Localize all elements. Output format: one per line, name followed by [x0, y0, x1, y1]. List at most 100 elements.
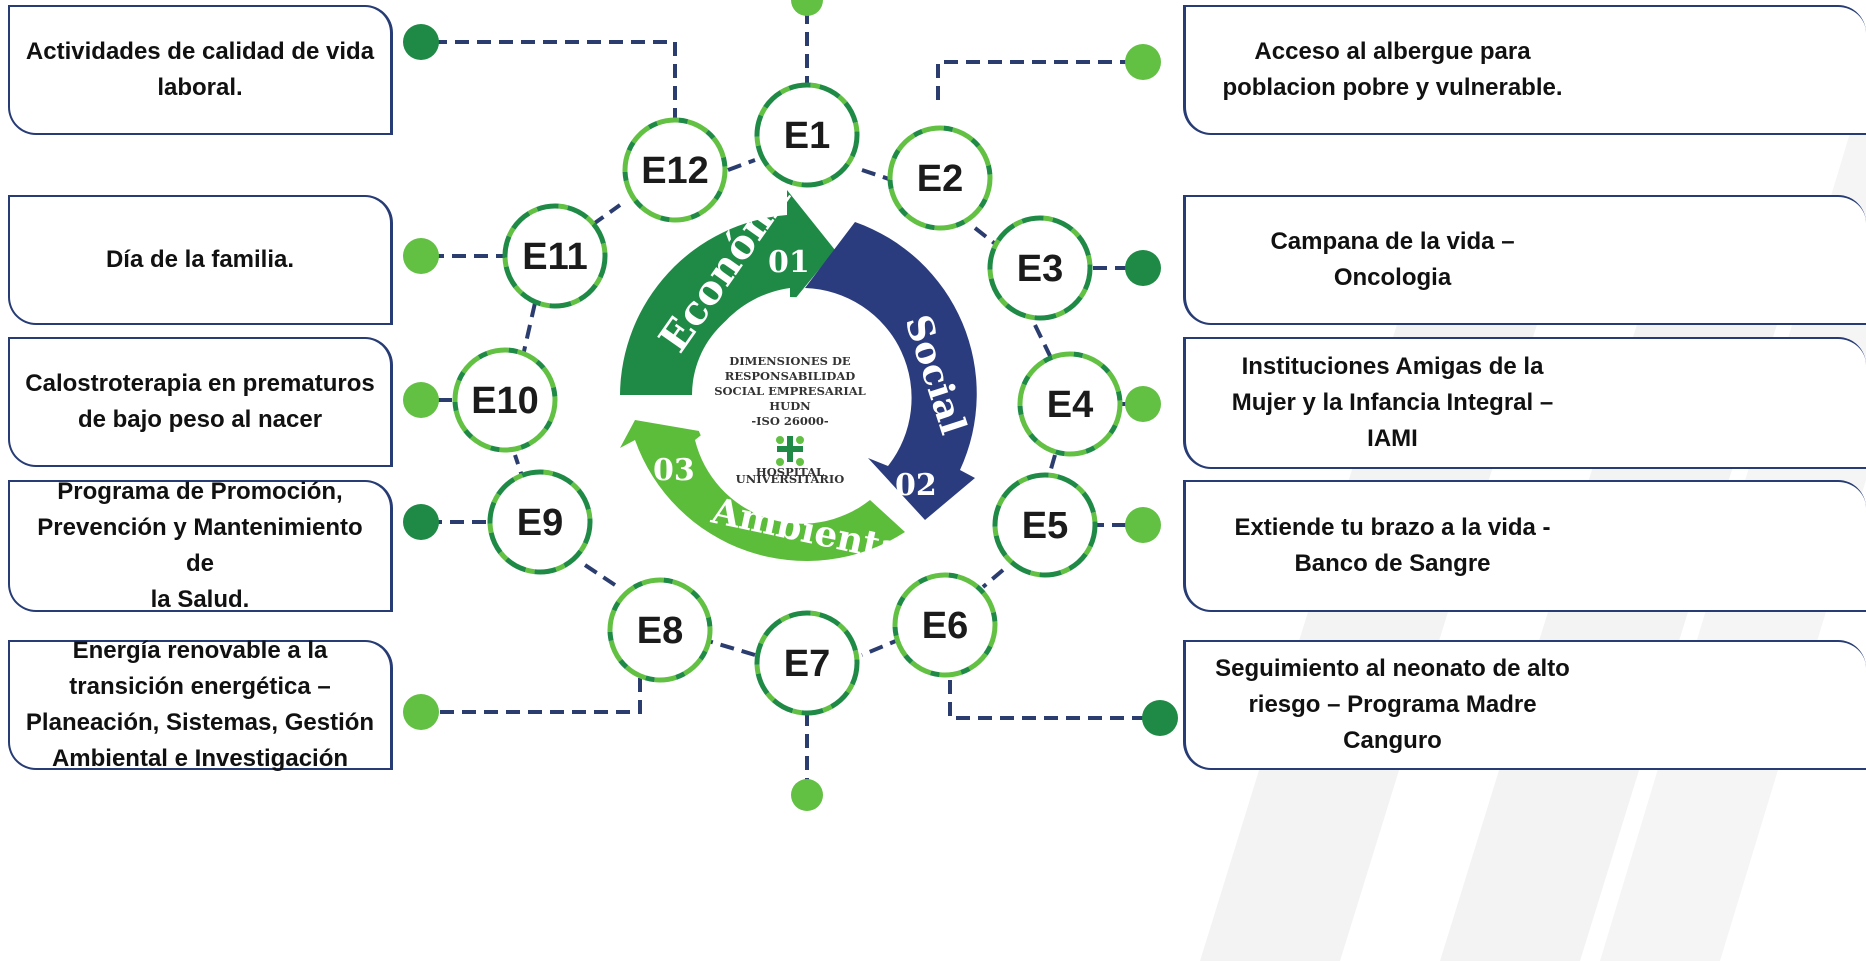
- node-label: E3: [1017, 248, 1063, 290]
- arc-social: [805, 222, 977, 520]
- ring-e12-e1: [727, 158, 756, 172]
- center-line-4: HUDN: [769, 399, 811, 413]
- node-label: E4: [1047, 384, 1093, 426]
- box-line: Canguro: [1343, 727, 1442, 754]
- center-circle: [692, 297, 888, 493]
- box-line: Energía renovable a la: [72, 637, 328, 664]
- node-e12: E12: [622, 117, 728, 223]
- dot-e9: [403, 504, 439, 540]
- box-line: Banco de Sangre: [1294, 550, 1491, 577]
- box-e2-albergue: Acceso al albergue para poblacion pobre y…: [1183, 5, 1866, 135]
- ring-e11-e12: [590, 203, 622, 227]
- arc-social-num: 02: [895, 468, 937, 503]
- dot-e4: [1125, 386, 1161, 422]
- box-e11-dia-familia: Día de la familia.: [8, 195, 393, 325]
- center-line-5: -ISO 26000-: [751, 414, 828, 428]
- node-e11: E11: [502, 203, 608, 309]
- box-line: Instituciones Amigas de la: [1241, 353, 1544, 380]
- ring-e8-e9: [583, 563, 617, 587]
- dot-e2: [1125, 44, 1161, 80]
- node-label: E8: [637, 610, 683, 652]
- arc-ambiental-num: 03: [653, 453, 695, 488]
- box-line: poblacion pobre y vulnerable.: [1222, 74, 1563, 101]
- ring-e10-e11: [520, 302, 537, 361]
- box-line: Oncologia: [1333, 264, 1452, 291]
- link-e8: [425, 678, 642, 714]
- box-line: Acceso al albergue para: [1254, 38, 1531, 65]
- node-e10: E10: [452, 347, 558, 453]
- arc-ambiental-label: Ambiental: [707, 490, 920, 574]
- box-e10-calostroterapia: Calostroterapia en prematuros de bajo pes…: [8, 337, 393, 467]
- node-label: E6: [922, 605, 968, 647]
- dot-e5: [1125, 507, 1161, 543]
- logo-text-1: HOSPITAL: [756, 465, 824, 479]
- box-line: la Salud.: [150, 586, 250, 613]
- link-e6: [948, 680, 1160, 720]
- ring-e5-e6: [981, 568, 1005, 589]
- box-line: riesgo – Programa Madre: [1248, 691, 1537, 718]
- dot-e3: [1125, 250, 1161, 286]
- node-label: E1: [784, 115, 830, 157]
- box-line: Extiende tu brazo a la vida -: [1234, 514, 1551, 541]
- arc-economica: [620, 190, 835, 395]
- center-line-1: DIMENSIONES DE: [729, 354, 851, 368]
- node-e3: E3: [987, 215, 1093, 321]
- node-e1: E1: [754, 82, 860, 188]
- box-line: Prevención y Mantenimiento de: [37, 514, 363, 577]
- arc-economica-num: 01: [768, 245, 810, 280]
- dot-e10: [403, 382, 439, 418]
- logo-text-2: UNIVERSITARIO: [736, 472, 845, 486]
- dot-e11: [403, 238, 439, 274]
- box-line: Campana de la vida –: [1270, 228, 1515, 255]
- box-line: de bajo peso al nacer: [77, 406, 323, 433]
- box-line: Seguimiento al neonato de alto: [1215, 655, 1570, 682]
- node-e6: E6: [892, 572, 998, 678]
- box-e4-iami: Instituciones Amigas de la Mujer y la Inf…: [1183, 337, 1866, 469]
- ring-e7-e8: [704, 638, 756, 657]
- box-line: laboral.: [157, 74, 243, 101]
- box-e6-madre-canguro: Seguimiento al neonato de alto riesgo – P…: [1183, 640, 1866, 770]
- box-line: transición energética –: [69, 673, 331, 700]
- box-line: Programa de Promoción,: [57, 478, 343, 505]
- hospital-logo-icon: [776, 436, 804, 466]
- box-line: Calostroterapia en prematuros: [25, 370, 375, 397]
- center-line-2: RESPONSABILIDAD: [725, 369, 855, 383]
- box-e5-banco-sangre: Extiende tu brazo a la vida - Banco de Sa…: [1183, 480, 1866, 612]
- node-label: E11: [522, 236, 588, 278]
- center-line-3: SOCIAL EMPRESARIAL: [714, 384, 866, 398]
- node-e9: E9: [487, 469, 593, 575]
- node-label: E7: [784, 643, 830, 685]
- box-line: Día de la familia.: [105, 246, 295, 273]
- box-e8-energia-renovable: Energía renovable a la transición energét…: [8, 637, 393, 772]
- box-e12-calidad-vida: Actividades de calidad de vida laboral.: [8, 5, 393, 135]
- link-e12: [425, 40, 677, 122]
- box-e3-campana-vida: Campana de la vida – Oncologia: [1183, 195, 1866, 325]
- ring-e3-e4: [1033, 324, 1054, 361]
- node-label: E9: [517, 502, 563, 544]
- box-line: IAMI: [1367, 425, 1418, 452]
- dot-e12: [403, 24, 439, 60]
- box-line: Ambiental e Investigación: [51, 745, 349, 772]
- node-label: E2: [917, 158, 963, 200]
- endpoint-dots: [403, 0, 1178, 811]
- node-label: E10: [471, 380, 539, 422]
- dot-e7: [791, 779, 823, 811]
- ring-e1-e2: [861, 168, 893, 182]
- box-line: Mujer y la Infancia Integral –: [1231, 389, 1554, 416]
- node-e7: E7: [754, 610, 860, 716]
- dot-e6: [1142, 700, 1178, 736]
- node-e2: E2: [887, 125, 993, 231]
- dot-e8: [403, 694, 439, 730]
- node-e5: E5: [992, 472, 1098, 578]
- node-e4: E4: [1017, 351, 1123, 457]
- node-label: E12: [641, 150, 709, 192]
- dot-e1: [791, 0, 823, 16]
- box-line: Actividades de calidad de vida: [25, 38, 375, 65]
- node-label: E5: [1022, 505, 1068, 547]
- box-line: Planeación, Sistemas, Gestión: [25, 709, 375, 736]
- arc-ambiental: [620, 420, 905, 561]
- link-e2: [936, 60, 1140, 100]
- node-e8: E8: [607, 577, 713, 683]
